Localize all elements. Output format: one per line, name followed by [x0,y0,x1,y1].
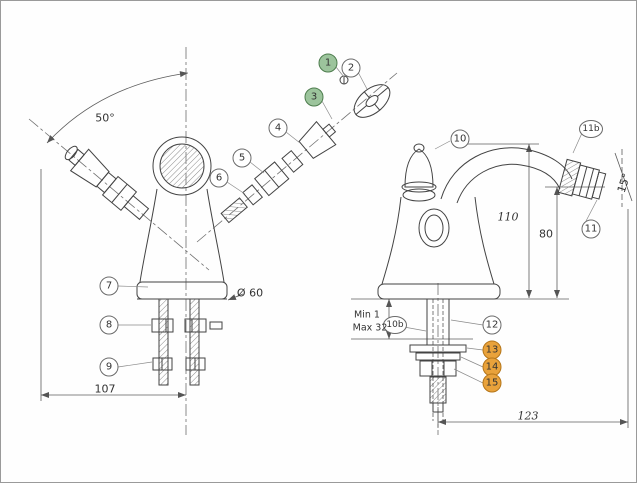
left-faucet-drawing [64,75,391,386]
leader-lines [117,66,598,384]
centerlines [28,47,439,435]
right-faucet-drawing [377,143,607,421]
dimension-lines [40,71,633,428]
